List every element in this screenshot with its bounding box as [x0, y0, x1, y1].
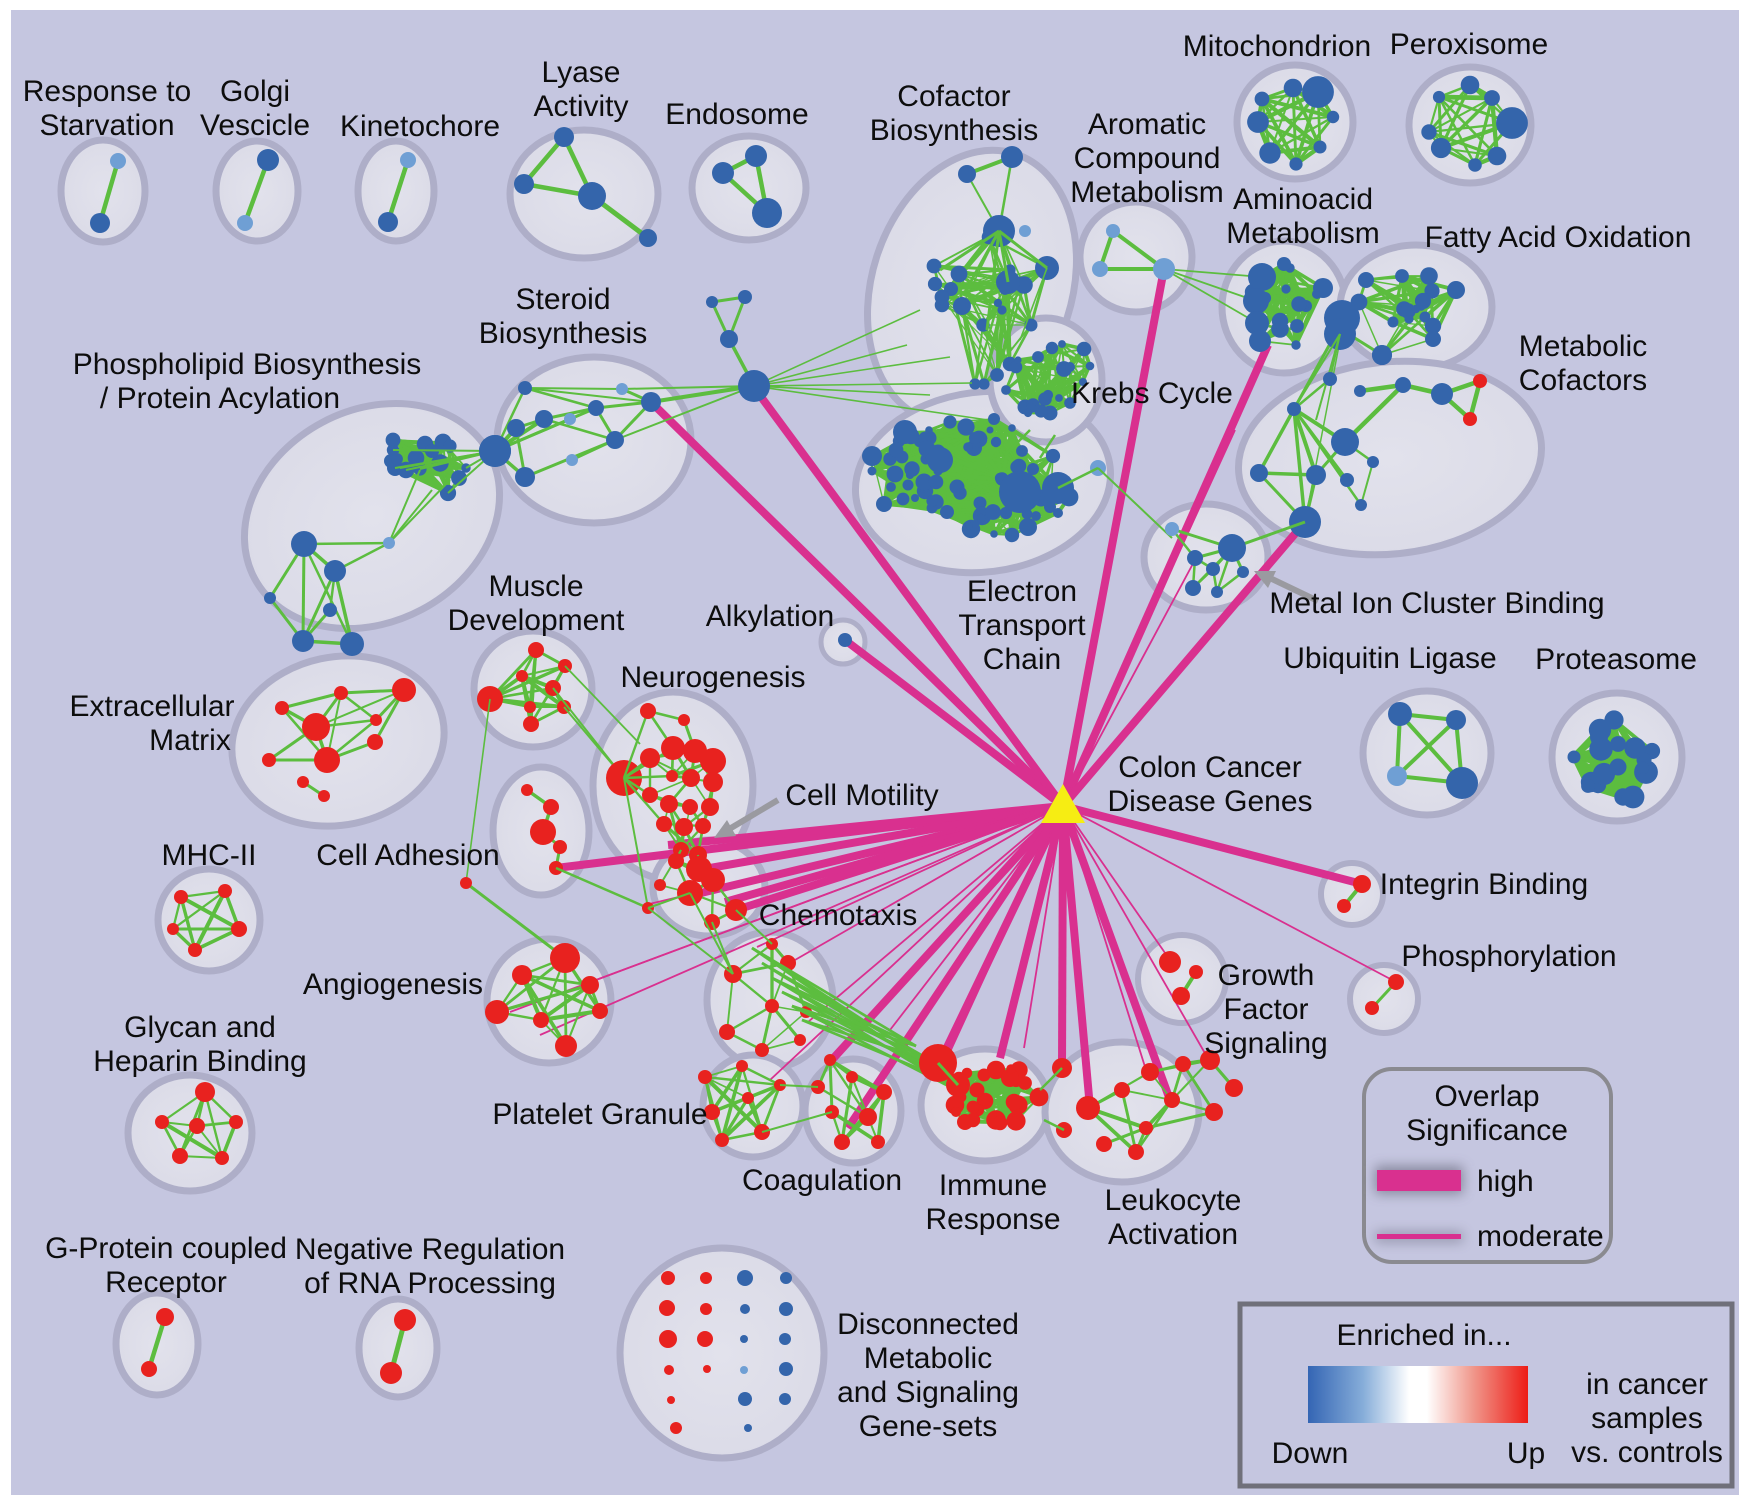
- svg-text:Compound: Compound: [1074, 142, 1221, 175]
- svg-text:G-Protein coupled: G-Protein coupled: [45, 1232, 287, 1265]
- svg-text:Platelet Granule: Platelet Granule: [492, 1098, 707, 1131]
- svg-text:Aminoacid: Aminoacid: [1233, 183, 1373, 216]
- svg-text:Response: Response: [925, 1203, 1060, 1236]
- svg-text:Angiogenesis: Angiogenesis: [303, 968, 483, 1001]
- svg-text:Disease Genes: Disease Genes: [1107, 785, 1312, 818]
- svg-text:Coagulation: Coagulation: [742, 1164, 902, 1197]
- svg-text:vs. controls: vs. controls: [1571, 1436, 1723, 1469]
- svg-text:Electron: Electron: [967, 575, 1077, 608]
- svg-text:Krebs Cycle: Krebs Cycle: [1071, 377, 1233, 410]
- svg-text:Factor: Factor: [1223, 993, 1308, 1026]
- svg-text:Negative Regulation: Negative Regulation: [295, 1233, 565, 1266]
- svg-text:Immune: Immune: [939, 1169, 1047, 1202]
- svg-text:Metabolism: Metabolism: [1070, 176, 1223, 209]
- svg-text:Alkylation: Alkylation: [706, 600, 834, 633]
- svg-text:Biosynthesis: Biosynthesis: [870, 114, 1038, 147]
- svg-text:Metabolic: Metabolic: [1519, 330, 1647, 363]
- svg-text:Cell Adhesion: Cell Adhesion: [316, 839, 499, 872]
- svg-text:Extracellular: Extracellular: [69, 690, 234, 723]
- svg-text:Fatty Acid Oxidation: Fatty Acid Oxidation: [1425, 221, 1692, 254]
- svg-text:Chemotaxis: Chemotaxis: [759, 899, 917, 932]
- svg-text:Cell Motility: Cell Motility: [785, 779, 938, 812]
- svg-text:Metabolic: Metabolic: [864, 1342, 992, 1375]
- svg-text:high: high: [1477, 1165, 1534, 1198]
- svg-text:MHC-II: MHC-II: [162, 839, 257, 872]
- svg-text:Phospholipid Biosynthesis: Phospholipid Biosynthesis: [73, 348, 422, 381]
- svg-text:Proteasome: Proteasome: [1535, 643, 1697, 676]
- svg-text:of RNA Processing: of RNA Processing: [304, 1267, 556, 1300]
- svg-text:Ubiquitin Ligase: Ubiquitin Ligase: [1283, 642, 1496, 675]
- svg-text:Activity: Activity: [533, 90, 628, 123]
- svg-text:Leukocyte: Leukocyte: [1105, 1184, 1242, 1217]
- svg-text:Disconnected: Disconnected: [837, 1308, 1019, 1341]
- svg-text:Down: Down: [1272, 1437, 1349, 1470]
- svg-text:in cancer: in cancer: [1586, 1368, 1708, 1401]
- svg-text:Response to: Response to: [23, 75, 191, 108]
- svg-text:Integrin Binding: Integrin Binding: [1380, 868, 1588, 901]
- svg-text:Enriched in...: Enriched in...: [1336, 1319, 1511, 1352]
- svg-text:Transport: Transport: [958, 609, 1086, 642]
- svg-text:Colon Cancer: Colon Cancer: [1118, 751, 1301, 784]
- svg-text:Matrix: Matrix: [149, 724, 231, 757]
- svg-text:Muscle: Muscle: [488, 570, 583, 603]
- svg-text:Metal Ion Cluster Binding: Metal Ion Cluster Binding: [1269, 587, 1604, 620]
- svg-text:Cofactor: Cofactor: [897, 80, 1010, 113]
- svg-text:samples: samples: [1591, 1402, 1703, 1435]
- svg-text:Chain: Chain: [983, 643, 1061, 676]
- svg-text:Receptor: Receptor: [105, 1266, 227, 1299]
- svg-text:Kinetochore: Kinetochore: [340, 110, 500, 143]
- svg-text:Neurogenesis: Neurogenesis: [620, 661, 805, 694]
- svg-text:Signaling: Signaling: [1204, 1027, 1327, 1060]
- svg-text:Overlap: Overlap: [1434, 1080, 1539, 1113]
- svg-text:Golgi: Golgi: [220, 75, 290, 108]
- svg-text:Cofactors: Cofactors: [1519, 364, 1647, 397]
- svg-text:Lyase: Lyase: [542, 56, 621, 89]
- svg-text:and Signaling: and Signaling: [837, 1376, 1019, 1409]
- svg-text:Endosome: Endosome: [665, 98, 808, 131]
- svg-text:Growth: Growth: [1218, 959, 1315, 992]
- svg-text:Significance: Significance: [1406, 1114, 1568, 1147]
- svg-text:Starvation: Starvation: [39, 109, 174, 142]
- svg-text:Up: Up: [1507, 1437, 1545, 1470]
- svg-text:Heparin Binding: Heparin Binding: [93, 1045, 306, 1078]
- svg-text:Development: Development: [448, 604, 625, 637]
- svg-text:Activation: Activation: [1108, 1218, 1238, 1251]
- svg-text:Biosynthesis: Biosynthesis: [479, 317, 647, 350]
- svg-text:Gene-sets: Gene-sets: [859, 1410, 997, 1443]
- svg-text:Vescicle: Vescicle: [200, 109, 310, 142]
- svg-text:Steroid: Steroid: [515, 283, 610, 316]
- svg-text:Metabolism: Metabolism: [1226, 217, 1379, 250]
- svg-text:Glycan and: Glycan and: [124, 1011, 276, 1044]
- svg-text:Phosphorylation: Phosphorylation: [1401, 940, 1616, 973]
- svg-text:Aromatic: Aromatic: [1088, 108, 1206, 141]
- svg-text:Mitochondrion: Mitochondrion: [1183, 30, 1371, 63]
- svg-text:Peroxisome: Peroxisome: [1390, 28, 1548, 61]
- svg-text:/ Protein Acylation: / Protein Acylation: [100, 382, 340, 415]
- svg-text:moderate: moderate: [1477, 1220, 1604, 1253]
